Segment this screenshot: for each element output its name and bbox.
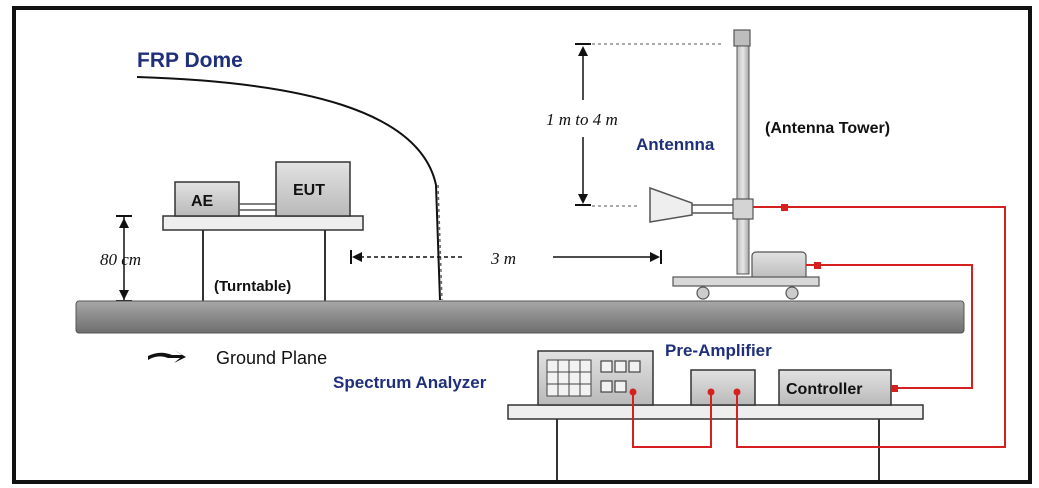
ae-label: AE	[191, 193, 214, 210]
distance-arrow-right	[650, 252, 660, 262]
distance-3m-label: 3 m	[490, 249, 516, 268]
antenna-height-range-label: 1 m to 4 m	[546, 110, 618, 129]
frp-dome-wall	[437, 184, 443, 301]
cable-preamp-to-analyzer	[632, 392, 712, 448]
antenna-mount	[732, 198, 754, 220]
cable-tower-to-controller	[806, 264, 973, 389]
eut-label: EUT	[293, 182, 325, 199]
ground-plane	[75, 300, 965, 334]
frp-dome-label: FRP Dome	[137, 49, 243, 72]
range-arrow-up	[578, 46, 588, 56]
ground-plane-label: Ground Plane	[216, 348, 327, 368]
turntable-label: (Turntable)	[214, 278, 291, 295]
rf-cables	[632, 206, 1006, 448]
height-marker-arrow-down	[119, 290, 129, 300]
height-80cm-label: 80 cm	[100, 250, 141, 269]
antenna-tower-label: (Antenna Tower)	[765, 120, 890, 137]
ae-box	[174, 181, 240, 217]
spectrum-analyzer-label: Spectrum Analyzer	[333, 373, 487, 392]
distance-arrow-left	[352, 252, 362, 262]
height-marker-arrow-up	[119, 218, 129, 228]
turntable-top	[162, 215, 364, 231]
antenna-tower-pole	[736, 45, 750, 275]
spectrum-analyzer-screen-icon	[546, 359, 592, 397]
controller-label: Controller	[786, 381, 862, 398]
cart-wheel-left	[696, 286, 710, 300]
antenna-tower-cart	[672, 276, 820, 287]
antenna-tower-top	[733, 29, 751, 47]
frp-dome-curve	[136, 76, 441, 301]
pre-amplifier-box	[690, 369, 756, 406]
range-arrow-down	[578, 194, 588, 204]
spectrum-analyzer-buttons-icon	[600, 360, 641, 393]
eut-box	[275, 161, 351, 217]
ground-plane-arrow-icon	[148, 350, 186, 363]
pre-amplifier-label: Pre-Amplifier	[665, 341, 772, 360]
cart-wheel-right	[785, 286, 799, 300]
antenna-horn	[649, 186, 693, 223]
instrument-table-top	[507, 404, 924, 420]
cable-connectors	[629, 204, 898, 396]
antenna-tower-base	[751, 251, 807, 281]
antenna-label: Antennna	[636, 135, 715, 154]
cable-antenna-to-preamp	[736, 206, 1006, 448]
